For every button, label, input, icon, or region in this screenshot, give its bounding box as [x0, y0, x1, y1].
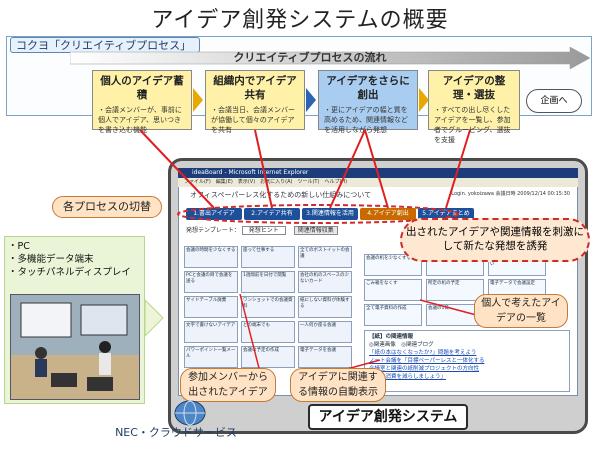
- process-heading: 個人のアイデア蓄積: [100, 75, 184, 101]
- callout-idea-list: 個人で考えたアイデアの一覧: [474, 294, 568, 328]
- device-item: ・多機能データ端末: [8, 254, 94, 265]
- idea-grid-left: 会議の時間を少なくする座って仕事する全てのボストイットの会議 PCと会議の目で会議…: [184, 246, 356, 376]
- idea-card[interactable]: サイドテーブル廃棄: [184, 296, 238, 318]
- menu-bar[interactable]: ファイル(F) 編集(E) 表示(V) お気に入り(A) ツール(T) ヘルプ(…: [178, 178, 578, 187]
- chevron-icon: [306, 88, 316, 112]
- idea-card[interactable]: 全てのボストイットの会議: [298, 246, 352, 268]
- meeting-title: オフィスペーパーレス化するための新しい仕組みについて: [190, 191, 372, 199]
- idea-card[interactable]: 文字で書けないアイデア: [184, 321, 238, 343]
- idea-card[interactable]: ワンショットでの会議資料: [241, 296, 295, 318]
- process-step-4: アイデアの整理・選抜 ・すべての出し尽くしたアイデアを一覧し、参加者でグルーピン…: [428, 70, 520, 144]
- chevron-icon: [193, 88, 203, 112]
- tab-process-2[interactable]: 2.アイデア共有: [244, 208, 300, 220]
- idea-card[interactable]: パワーポイント一覧メール: [184, 346, 238, 368]
- tab-process-3[interactable]: 3.関連情報を活用: [302, 208, 358, 220]
- callout-member-ideas: 参加メンバーから出されたアイデア: [180, 368, 276, 402]
- process-step-3: アイデアをさらに創出 ・更にアイデアの幅と質を高めるため、関連情報などを活用しな…: [318, 70, 418, 134]
- idea-card[interactable]: 会議の時間を少なくする: [184, 246, 238, 268]
- system-label: アイデア創発システム: [308, 404, 468, 430]
- idea-card[interactable]: 一人何か座る会議: [298, 321, 352, 343]
- flow-label: クリエイティブプロセスの流れ: [233, 51, 387, 64]
- related-info-button[interactable]: 関連情報収集: [293, 226, 338, 235]
- related-link[interactable]: ノート会議を「目標ペーパーレスと一体化する: [369, 358, 485, 364]
- idea-card[interactable]: 会社の机のスペースの少ないカード: [298, 271, 352, 293]
- template-row: 発想テンプレート： 発想ヒント 関連情報収集: [186, 225, 386, 235]
- page-title: アイデア創発システムの概要: [151, 8, 449, 33]
- flow-arrow: [70, 47, 590, 69]
- globe-icon: [174, 400, 206, 426]
- idea-card[interactable]: 紙にしない資料が体験する: [298, 296, 352, 318]
- callout-auto-display: アイデアに関連する情報の自動表示: [290, 368, 386, 402]
- related-link[interactable]: 会議室と関連の紙削減プロジェクトの方向性: [369, 366, 480, 372]
- tab-process-4[interactable]: 4.アイデア創出: [360, 208, 416, 220]
- template-select[interactable]: 発想ヒント: [241, 226, 286, 235]
- tab-process-1[interactable]: 1.書出アイデア: [186, 208, 242, 220]
- device-item: ・PC: [8, 241, 30, 252]
- related-tabs[interactable]: ◎関連画像 ◎関連ブログ: [369, 342, 434, 348]
- process-step-2: 組織内でアイデア共有 ・会議当日、会議メンバーが協働して個々のアイデアを共有: [205, 70, 305, 134]
- chevron-icon: [419, 88, 429, 112]
- related-info-panel: 【紙】の関連情報 ◎関連画像 ◎関連ブログ 「紙の本はなくなったか?」問題を考え…: [364, 330, 570, 392]
- idea-card[interactable]: 電子データを会議: [298, 346, 352, 368]
- process-heading: アイデアをさらに創出: [326, 75, 410, 101]
- meeting-room-illustration: [11, 295, 139, 399]
- goal-planning: 企画へ: [526, 89, 582, 113]
- cloud-service-label: NEC・クラウドサービス: [115, 426, 237, 439]
- device-item: ・タッチパネルディスプレイ: [8, 267, 131, 278]
- idea-card[interactable]: 所定の机の予定: [426, 279, 484, 301]
- kokuyo-label: コクヨ「クリエイティブプロセス」: [10, 37, 200, 53]
- process-desc: ・会議当日、会議メンバーが協働して個々のアイデアを共有: [211, 106, 295, 134]
- idea-card[interactable]: 座って仕事する: [241, 246, 295, 268]
- template-label: 発想テンプレート：: [186, 227, 240, 234]
- process-desc: ・更にアイデアの幅と質を高めるため、関連情報などを活用しながら発想: [324, 106, 408, 134]
- device-list: ・PC ・多機能データ端末 ・タッチパネルディスプレイ: [8, 240, 143, 279]
- callout-stimulus: 出されたアイデアや関連情報を刺激にして新たな発想を誘発: [400, 218, 590, 262]
- process-heading: 組織内でアイデア共有: [213, 75, 297, 101]
- login-info: Login. yokoizawa 会議日時 2009/12/14 00:15:3…: [451, 191, 570, 197]
- process-desc: ・すべての出し尽くしたアイデアを一覧し、参加者でグルーピング、選抜を支援: [434, 106, 511, 144]
- idea-card[interactable]: どの端末でも: [241, 321, 295, 343]
- callout-process-switch: 各プロセスの切替: [52, 196, 162, 218]
- process-step-1: 個人のアイデア蓄積 ・会議メンバーが、事前に個人でアイデア、思いつきを書き込む機…: [92, 70, 192, 134]
- process-heading: アイデアの整理・選抜: [442, 75, 506, 101]
- process-desc: ・会議メンバーが、事前に個人でアイデア、思いつきを書き込む機能: [98, 106, 182, 134]
- meeting-photo: [10, 294, 140, 400]
- related-link[interactable]: 「紙の本はなくなったか?」問題を考えよう: [369, 350, 477, 356]
- idea-card[interactable]: 1週間前を日付で閲覧: [241, 271, 295, 293]
- idea-card[interactable]: ごみ箱をなくす: [364, 279, 422, 301]
- window-title: ideaBoard - Microsoft Internet Explorer: [178, 168, 578, 178]
- idea-card[interactable]: 会議の机を少なくする: [364, 254, 422, 276]
- idea-card[interactable]: PCと会議の目で会議を送る: [184, 271, 238, 293]
- related-link[interactable]: 「紙の消費を減らしましょう」: [369, 374, 447, 380]
- related-heading: 【紙】の関連情報: [369, 334, 414, 340]
- idea-card[interactable]: 会議の予定の作成: [241, 346, 295, 368]
- idea-card[interactable]: 全て電子資料の作成: [364, 304, 422, 326]
